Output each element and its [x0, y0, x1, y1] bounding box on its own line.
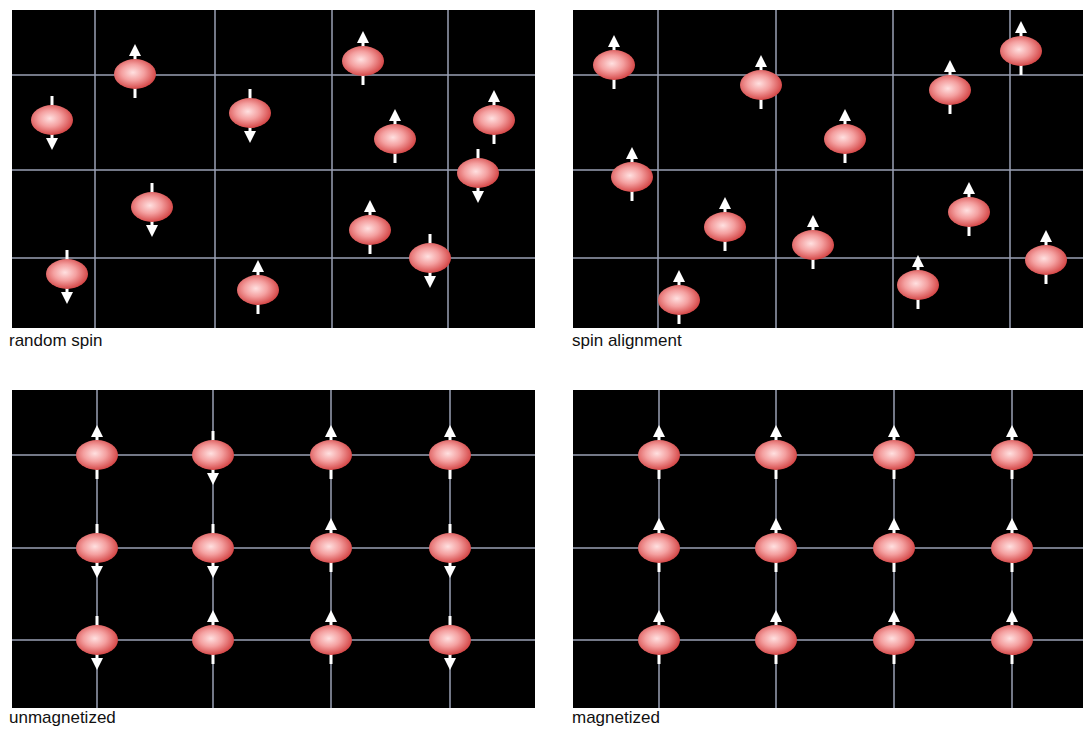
- spin-down: [429, 616, 471, 670]
- spin-down: [76, 524, 118, 578]
- panel: [573, 10, 1083, 328]
- spin-up: [342, 31, 384, 85]
- spin-up: [429, 425, 471, 479]
- panel-caption: magnetized: [572, 708, 660, 728]
- grid-lines: [12, 390, 535, 708]
- spin-up: [310, 518, 352, 572]
- spin-up: [755, 425, 797, 479]
- spin-down: [229, 89, 271, 143]
- spin-up: [349, 200, 391, 254]
- spin-up: [792, 215, 834, 269]
- panel-caption: spin alignment: [572, 331, 682, 351]
- spin-up: [374, 109, 416, 163]
- spin-up: [991, 425, 1033, 479]
- spin-up: [192, 610, 234, 664]
- panel: [12, 390, 535, 708]
- spin-down: [31, 96, 73, 150]
- spin-down: [131, 183, 173, 237]
- spin-up: [948, 182, 990, 236]
- spin-up: [76, 425, 118, 479]
- panel-caption: unmagnetized: [9, 708, 116, 728]
- spin-down: [457, 149, 499, 203]
- panel-caption: random spin: [9, 331, 103, 351]
- spin-down: [409, 234, 451, 288]
- spin-down: [76, 616, 118, 670]
- spin-up: [824, 109, 866, 163]
- spin-up: [638, 425, 680, 479]
- grid-lines: [573, 390, 1083, 708]
- spin-down: [46, 250, 88, 304]
- spin-up: [611, 147, 653, 201]
- spin-up: [873, 610, 915, 664]
- spin-down: [192, 524, 234, 578]
- spin-up: [310, 425, 352, 479]
- grid-lines: [12, 10, 535, 328]
- grid-lines: [573, 10, 1083, 328]
- spin-up: [929, 60, 971, 114]
- spin-up: [638, 610, 680, 664]
- spin-up: [873, 425, 915, 479]
- spin-up: [755, 518, 797, 572]
- spin-up: [991, 610, 1033, 664]
- spin-up: [473, 90, 515, 144]
- spin-up: [1000, 21, 1042, 75]
- spin-down: [429, 524, 471, 578]
- spin-up: [237, 260, 279, 314]
- spin-up: [310, 610, 352, 664]
- spin-up: [897, 255, 939, 309]
- spin-up: [873, 518, 915, 572]
- spin-up: [755, 610, 797, 664]
- spin-down: [192, 431, 234, 485]
- spin-up: [740, 55, 782, 109]
- spin-up: [1025, 230, 1067, 284]
- spin-up: [638, 518, 680, 572]
- panel: [12, 10, 535, 328]
- spin-up: [593, 35, 635, 89]
- spin-up: [114, 44, 156, 98]
- spin-up: [658, 270, 700, 324]
- spin-up: [991, 518, 1033, 572]
- spin-up: [704, 197, 746, 251]
- panel: [573, 390, 1083, 708]
